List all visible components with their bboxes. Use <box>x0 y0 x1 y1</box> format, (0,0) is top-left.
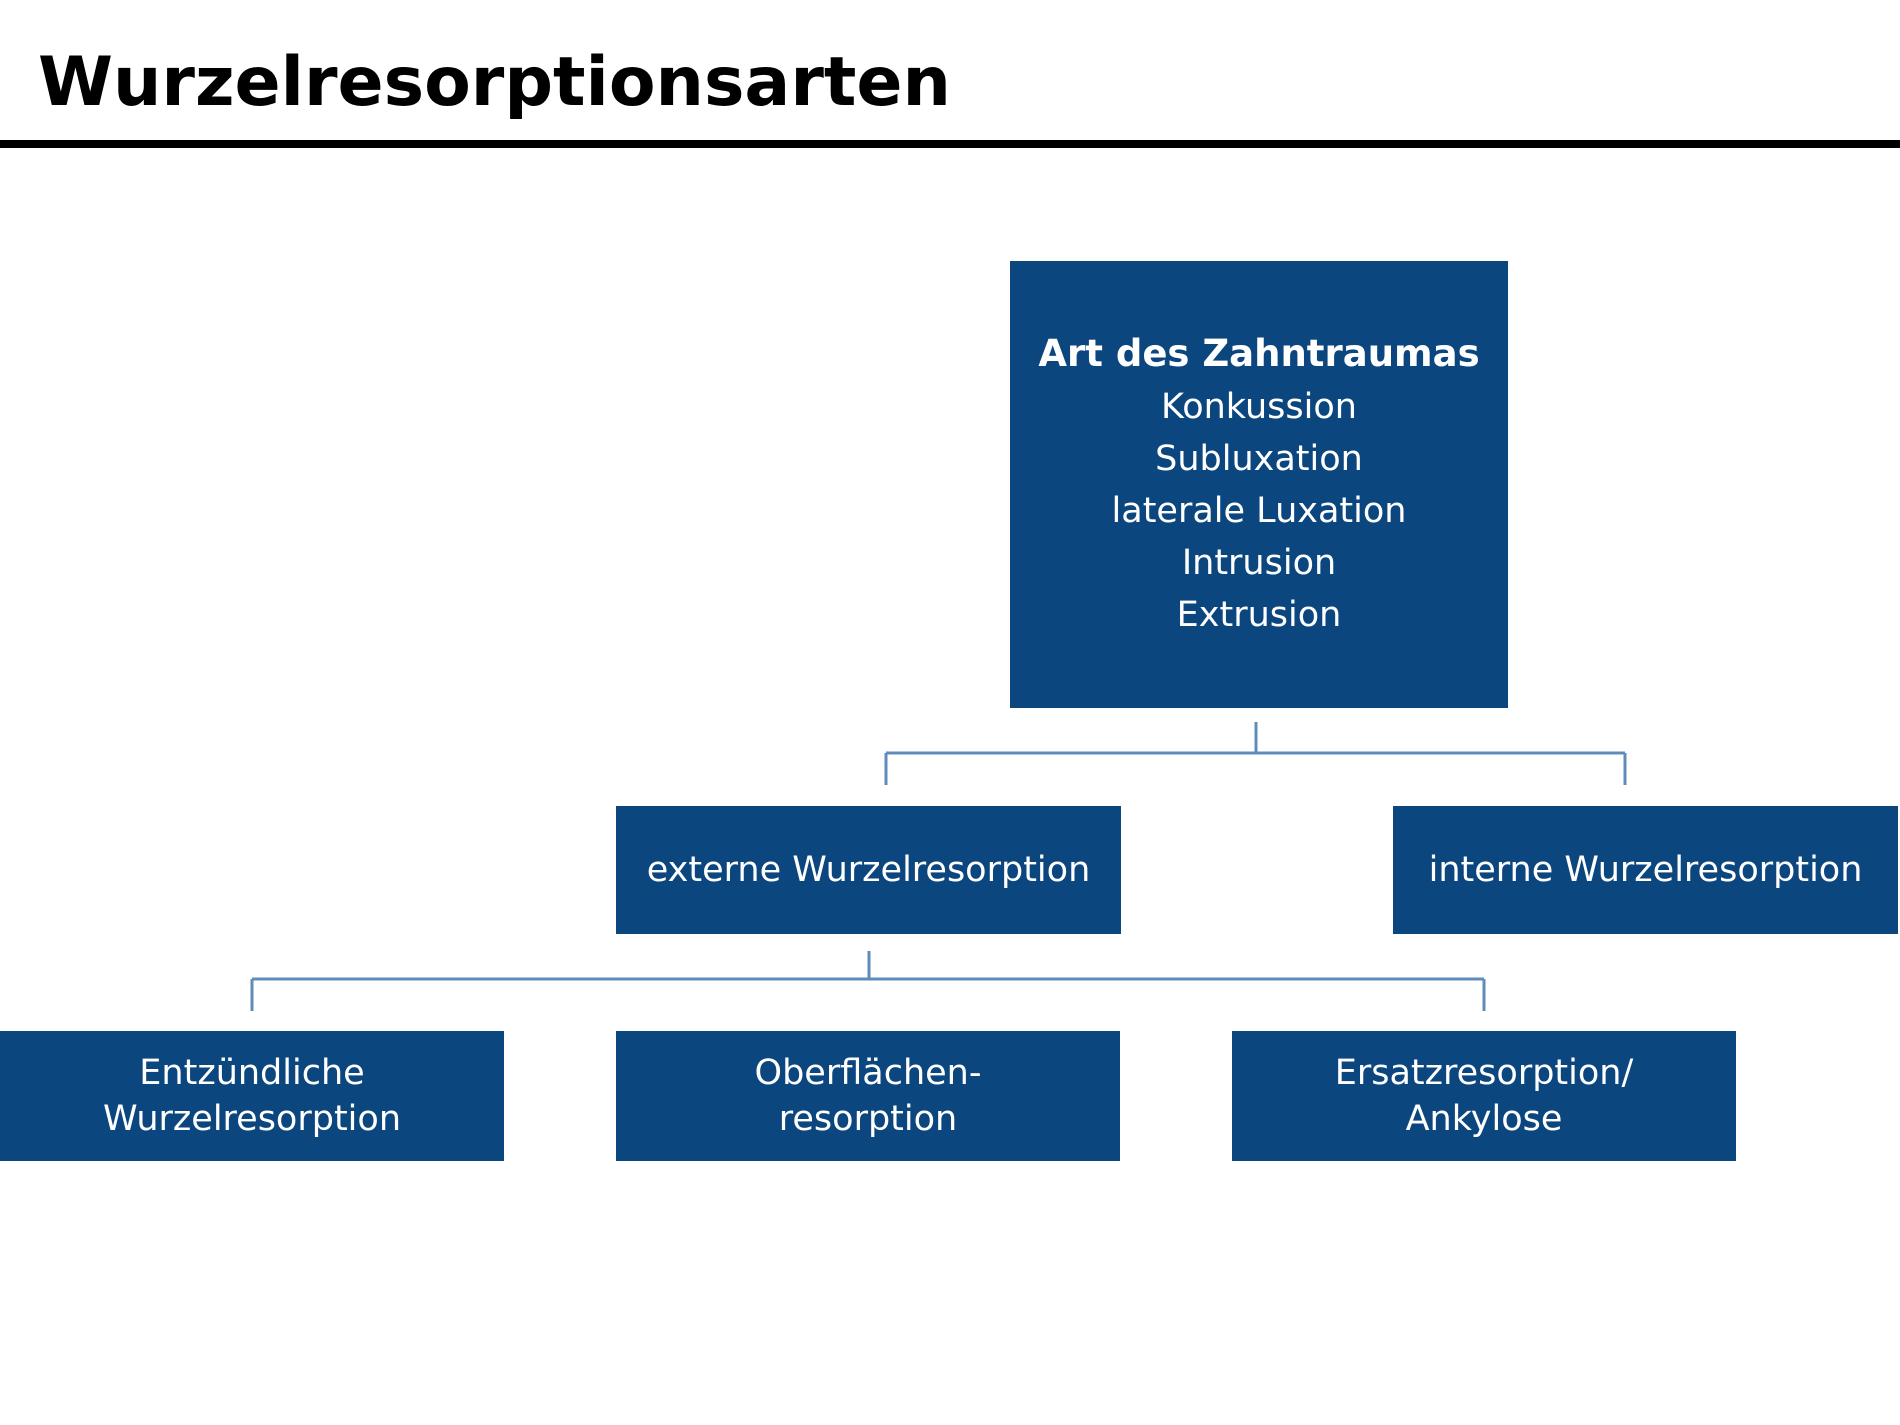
internal-resorption-box: interne Wurzelresorption <box>1393 806 1898 934</box>
page-title: Wurzelresorptionsarten <box>38 43 951 122</box>
trauma-type-item: laterale Luxation <box>1111 491 1407 531</box>
trauma-type-item: Konkussion <box>1161 387 1357 427</box>
trauma-type-item: Subluxation <box>1155 439 1363 479</box>
leaf-label-line: resorption <box>778 1099 958 1139</box>
surface-resorption-box: Oberflächen- resorption <box>616 1031 1120 1161</box>
leaf-label-line: Wurzelresorption <box>102 1099 401 1139</box>
trauma-type-item: Extrusion <box>1176 595 1342 635</box>
inflammatory-resorption-box: Entzündliche Wurzelresorption <box>0 1031 504 1161</box>
replacement-resorption-box: Ersatzresorption/ Ankylose <box>1232 1031 1736 1161</box>
trauma-type-heading: Art des Zahntraumas <box>1038 332 1480 375</box>
leaf-label-line: Ersatzresorption/ <box>1334 1053 1634 1093</box>
leaf-label-line: Ankylose <box>1405 1099 1563 1139</box>
external-resorption-box: externe Wurzelresorption <box>616 806 1121 934</box>
title-divider <box>0 140 1900 148</box>
leaf-label-line: Entzündliche <box>139 1053 365 1093</box>
trauma-type-item: Intrusion <box>1181 543 1337 583</box>
leaf-label-line: Oberflächen- <box>754 1053 982 1093</box>
trauma-type-box: Art des Zahntraumas Konkussion Subluxati… <box>1010 261 1508 708</box>
